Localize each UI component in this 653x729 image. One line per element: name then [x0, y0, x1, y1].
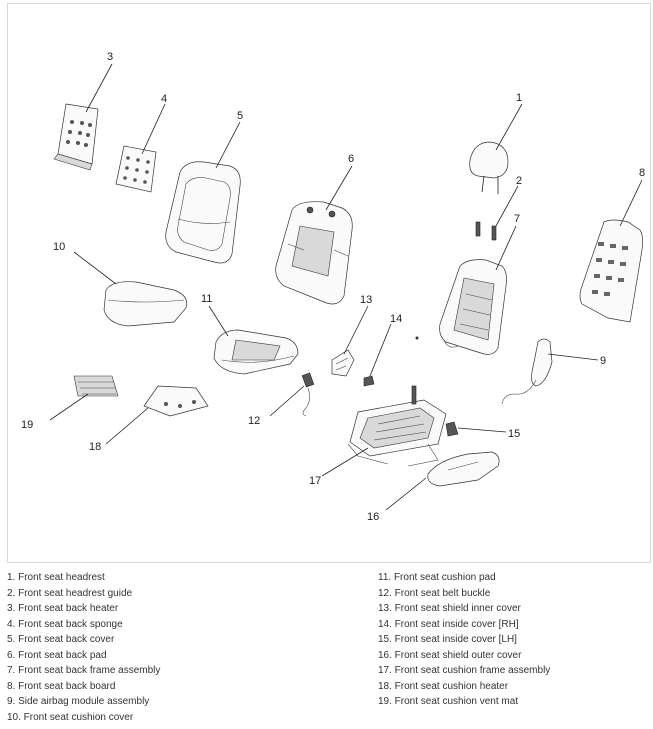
part-cushion-frame [347, 385, 447, 467]
legend-item-12: 12. Front seat belt buckle [378, 587, 491, 599]
callout-6: 6 [348, 153, 354, 165]
legend-item-8: 8. Front seat back board [7, 680, 116, 692]
diagram-frame: 1 2 3 4 5 6 7 8 9 10 11 12 13 14 15 16 1… [7, 3, 651, 563]
legend-left-column: 1. Front seat headrest 2. Front seat hea… [7, 570, 160, 725]
callout-18: 18 [89, 441, 101, 453]
legend-item-14: 14. Front seat inside cover [RH] [378, 618, 519, 630]
part-shield-inner-cover [331, 349, 355, 377]
callout-14: 14 [390, 313, 402, 325]
callout-1: 1 [516, 92, 522, 104]
callout-19: 19 [21, 419, 33, 431]
part-headrest [469, 141, 509, 194]
part-back-cover [165, 161, 241, 264]
callout-13: 13 [360, 294, 372, 306]
callout-4: 4 [161, 93, 167, 105]
callout-15: 15 [508, 428, 520, 440]
legend-item-4: 4. Front seat back sponge [7, 618, 123, 630]
callout-8: 8 [639, 167, 645, 179]
legend-item-15: 15. Front seat inside cover [LH] [378, 634, 517, 645]
legend-item-17: 17. Front seat cushion frame assembly [378, 665, 551, 676]
part-back-board [579, 219, 644, 323]
legend-item-19: 19. Front seat cushion vent mat [378, 696, 519, 707]
legend-item-5: 5. Front seat back cover [7, 634, 115, 645]
callout-5: 5 [237, 110, 243, 122]
callout-17: 17 [309, 475, 321, 487]
part-cushion-vent-mat [73, 375, 119, 397]
callout-12: 12 [248, 415, 260, 427]
callout-3: 3 [107, 51, 113, 63]
callout-numbers: 1 2 3 4 5 6 7 8 9 10 11 12 13 14 15 16 1… [21, 51, 645, 523]
part-inside-cover-rh [363, 336, 419, 387]
part-back-sponge [115, 145, 157, 193]
callout-9: 9 [600, 355, 606, 367]
part-back-heater [53, 103, 99, 171]
callout-2: 2 [516, 175, 522, 187]
legend-right-column: 11. Front seat cushion pad 12. Front sea… [378, 570, 550, 710]
part-back-frame [439, 259, 507, 355]
leader-lines [49, 63, 643, 511]
callout-7: 7 [514, 213, 520, 225]
callout-10: 10 [53, 241, 65, 253]
legend-item-11: 11. Front seat cushion pad [378, 572, 496, 583]
part-cushion-heater [143, 385, 209, 417]
part-belt-buckle [301, 372, 315, 417]
legend-item-6: 6. Front seat back pad [7, 649, 107, 661]
legend-item-3: 3. Front seat back heater [7, 603, 119, 614]
legend-item-2: 2. Front seat headrest guide [7, 587, 133, 599]
part-cushion-pad [213, 329, 299, 375]
callout-11: 11 [201, 293, 212, 305]
legend-item-10: 10. Front seat cushion cover [7, 711, 134, 723]
legend-item-18: 18. Front seat cushion heater [378, 680, 509, 692]
part-shield-outer-cover [427, 451, 500, 487]
part-cushion-cover [103, 281, 188, 327]
part-headrest-guide [475, 221, 497, 241]
part-inside-cover-lh [445, 421, 459, 437]
legend-item-7: 7. Front seat back frame assembly [7, 665, 161, 676]
exploded-seat-diagram: 1 2 3 4 5 6 7 8 9 10 11 12 13 14 15 16 1… [21, 51, 645, 523]
legend-item-9: 9. Side airbag module assembly [7, 696, 150, 707]
callout-16: 16 [367, 511, 379, 523]
part-side-airbag [501, 338, 553, 405]
legend-item-16: 16. Front seat shield outer cover [378, 649, 522, 661]
legend-item-1: 1. Front seat headrest [7, 572, 105, 583]
legend-item-13: 13. Front seat shield inner cover [378, 603, 521, 614]
part-back-pad [275, 201, 353, 305]
